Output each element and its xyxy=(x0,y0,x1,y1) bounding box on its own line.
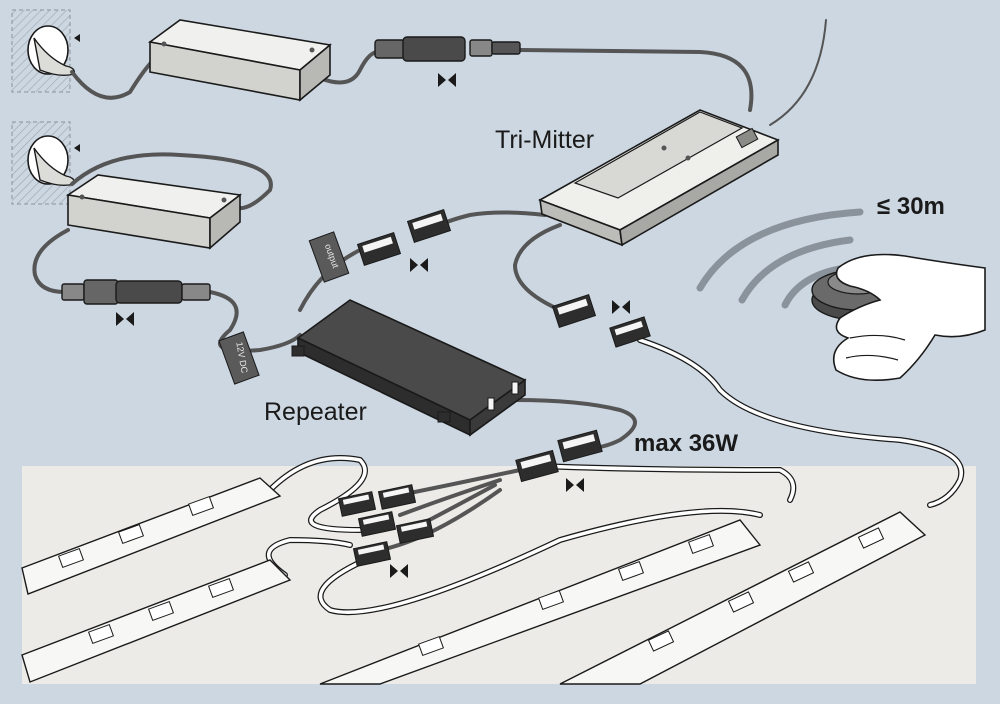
connector-repeater-in xyxy=(356,232,402,266)
inline-connector-top xyxy=(374,36,521,62)
connect-symbol xyxy=(566,478,584,492)
repeater-voltage-tag: 12V DC xyxy=(218,331,260,385)
connector-output-left xyxy=(551,294,597,328)
connect-symbols xyxy=(116,73,630,578)
connect-symbol xyxy=(410,258,428,272)
led-strip-1 xyxy=(21,477,282,595)
power-supply-top xyxy=(148,19,332,102)
repeater-label: Repeater xyxy=(264,398,367,426)
range-label: ≤ 30m xyxy=(877,193,945,220)
hand-remote xyxy=(811,253,986,382)
wall-socket-bottom xyxy=(11,121,80,205)
repeater-device xyxy=(291,299,527,437)
connect-symbol xyxy=(612,300,630,314)
led-strip-2 xyxy=(21,559,292,683)
wall-socket-top xyxy=(11,9,80,93)
connect-symbol xyxy=(438,73,456,87)
connector-trimitter-out xyxy=(406,209,452,243)
power-supply-bottom xyxy=(65,174,243,250)
inline-connector-bottom xyxy=(61,279,211,305)
connector-max36w-b xyxy=(515,449,559,483)
tri-mitter-device xyxy=(538,109,780,247)
led-strip-3 xyxy=(319,519,762,685)
max-power-label: max 36W xyxy=(634,430,739,457)
tri-mitter-label: Tri-Mitter xyxy=(495,126,595,154)
output-tag: output xyxy=(308,231,350,283)
led-strip-4 xyxy=(559,511,927,685)
connect-symbol xyxy=(116,312,134,326)
connector-output-right xyxy=(609,316,651,348)
splitter-connectors xyxy=(337,484,435,567)
connect-symbol xyxy=(390,564,408,578)
connector-max36w-a xyxy=(557,429,603,463)
